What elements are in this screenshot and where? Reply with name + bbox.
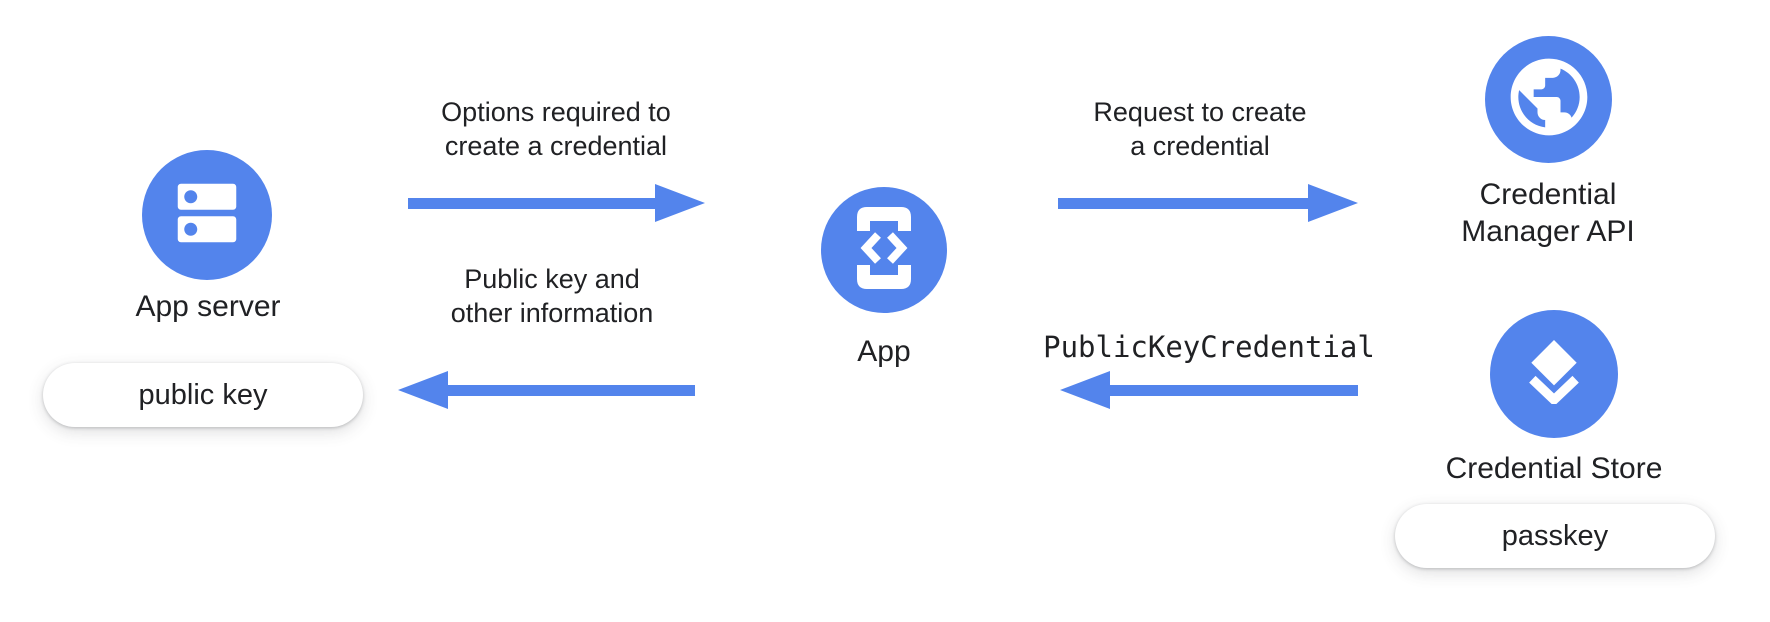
arrow-public-key-credential-left xyxy=(1060,371,1358,409)
arrow-request-right xyxy=(1058,184,1358,222)
app-server-label: App server xyxy=(135,290,281,323)
credential-store-label: Credential Store xyxy=(1445,452,1663,485)
phone-code-icon xyxy=(857,206,911,294)
app-node xyxy=(821,187,947,313)
arrow-public-key-info-left xyxy=(398,371,695,409)
arrow-options-right xyxy=(408,184,705,222)
flow-label-public-key-info-line1: Public key and xyxy=(464,264,640,294)
arrow-head-right-icon xyxy=(1308,184,1358,222)
flow-label-options-line1: Options required to xyxy=(441,97,671,127)
flow-label-request: Request to create a credential xyxy=(1030,95,1370,163)
credential-manager-api-label-line2: Manager API xyxy=(1461,215,1635,248)
arrow-shaft xyxy=(408,197,655,209)
app-server-node xyxy=(142,150,272,280)
server-icon xyxy=(168,174,246,257)
public-key-pill-label: public key xyxy=(138,378,268,411)
passkey-pill-label: passkey xyxy=(1501,519,1609,552)
flow-label-options: Options required to create a credential xyxy=(386,95,726,163)
arrow-head-left-icon xyxy=(1060,371,1110,409)
arrow-head-right-icon xyxy=(655,184,705,222)
arrow-shaft xyxy=(1110,384,1358,396)
flow-label-request-line1: Request to create xyxy=(1093,97,1307,127)
app-label: App xyxy=(857,335,911,368)
credential-manager-api-node xyxy=(1485,36,1612,163)
credential-manager-api-label: Credential Manager API xyxy=(1398,176,1698,250)
credential-manager-api-label-line1: Credential xyxy=(1479,178,1617,211)
arrow-head-left-icon xyxy=(398,371,448,409)
flow-label-public-key-info: Public key and other information xyxy=(382,262,722,330)
public-key-pill: public key xyxy=(43,363,363,427)
arrow-shaft xyxy=(448,384,695,396)
layers-icon xyxy=(1521,339,1587,409)
passkey-pill: passkey xyxy=(1395,504,1715,568)
flow-label-request-line2: a credential xyxy=(1130,131,1270,161)
flow-label-public-key-credential: PublicKeyCredential xyxy=(1043,330,1375,364)
flow-label-options-line2: create a credential xyxy=(444,131,668,161)
arrow-shaft xyxy=(1058,197,1308,209)
credential-store-node xyxy=(1490,310,1618,438)
flow-label-public-key-info-line2: other information xyxy=(450,298,654,328)
globe-icon xyxy=(1503,51,1595,148)
